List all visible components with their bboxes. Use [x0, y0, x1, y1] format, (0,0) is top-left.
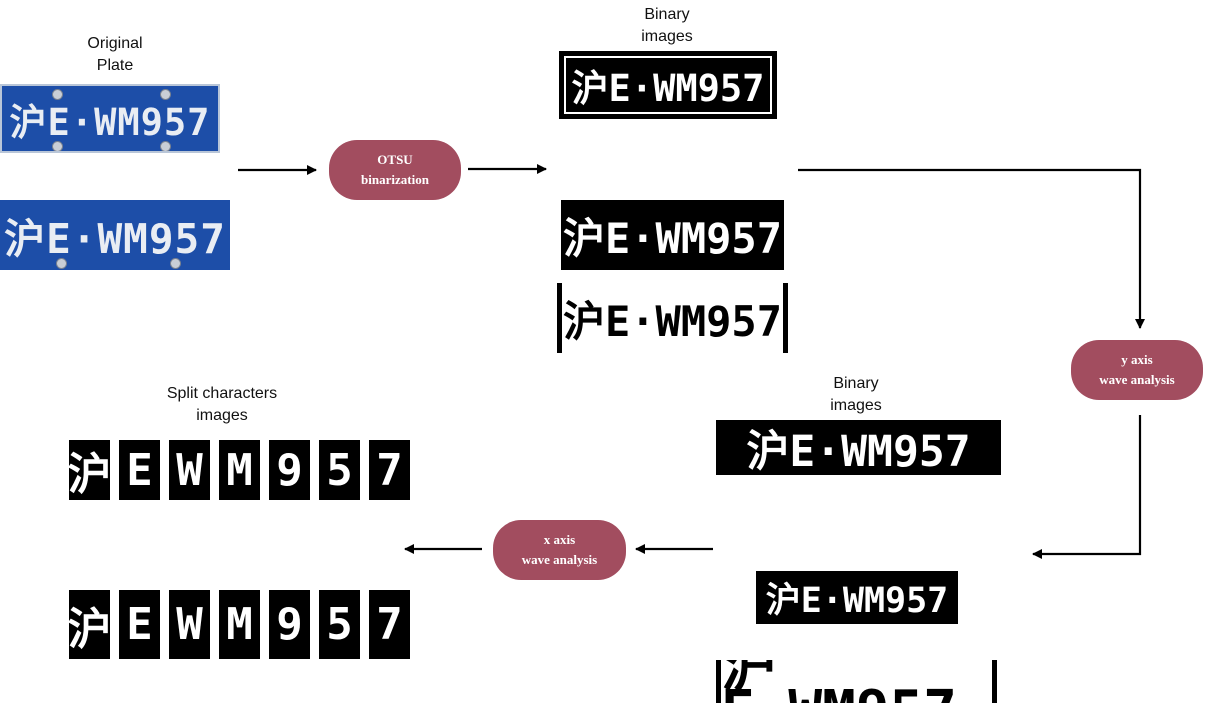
- split-character: W: [169, 590, 210, 659]
- binary-plate-image-5: 沪E·WM957: [756, 571, 958, 624]
- label-line: images: [196, 407, 248, 424]
- split-characters-row-2: 沪 E W M 9 5 7: [68, 590, 410, 659]
- plate-text: 沪E·WM957: [562, 296, 782, 346]
- step-line: OTSU: [377, 152, 413, 167]
- bolt-icon: [160, 89, 171, 100]
- split-character: 5: [319, 590, 360, 659]
- arrow-left-icon: [1032, 415, 1142, 559]
- split-character: 7: [369, 590, 410, 659]
- split-character: 沪: [68, 440, 112, 500]
- binary-plate-image-6: 沪E·WM957: [716, 660, 997, 703]
- binary-plate-image-2: 沪E·WM957: [561, 200, 784, 270]
- label-line: Binary: [833, 375, 879, 392]
- bolt-icon: [160, 141, 171, 151]
- binary-plate-image-3: 沪E·WM957: [557, 283, 788, 353]
- split-characters-label: Split characters images: [142, 383, 302, 427]
- step-line: wave analysis: [1099, 372, 1175, 387]
- step-line: y axis: [1121, 352, 1153, 367]
- bolt-icon: [52, 141, 63, 151]
- split-character: E: [119, 440, 160, 500]
- otsu-binarization-step: OTSU binarization: [329, 140, 461, 200]
- split-character: M: [219, 440, 260, 500]
- split-character: 沪: [68, 590, 112, 659]
- split-character: W: [169, 440, 210, 500]
- bolt-icon: [170, 258, 181, 269]
- bolt-icon: [56, 258, 67, 269]
- step-line: wave analysis: [521, 552, 598, 567]
- plate-text: 沪E·WM957: [746, 426, 971, 476]
- split-character: 9: [269, 590, 310, 659]
- label-line: images: [830, 397, 882, 414]
- step-line: binarization: [361, 172, 429, 187]
- step-line: x axis: [543, 532, 576, 547]
- label-line: Binary: [644, 6, 690, 23]
- binary-images-top-label: Binary images: [612, 4, 722, 48]
- x-axis-wave-analysis-step: x axis wave analysis: [493, 520, 626, 580]
- plate-text: 沪E·WM957: [9, 100, 211, 144]
- original-plate-image-1: 沪E·WM957: [0, 84, 220, 153]
- original-plate-label: Original Plate: [60, 33, 170, 77]
- split-character: 9: [269, 440, 310, 500]
- label-line: Split characters: [166, 385, 278, 402]
- label-line: Plate: [96, 57, 134, 74]
- plate-text: 沪E·WM957: [562, 213, 782, 263]
- plate-text: 沪E·WM957: [571, 67, 765, 110]
- plate-text: 沪E·WM957: [721, 660, 957, 703]
- binary-plate-image-1: 沪E·WM957: [559, 51, 777, 119]
- label-line: Original: [87, 35, 143, 52]
- split-characters-row-1: 沪 E W M 9 5 7: [68, 440, 410, 500]
- y-axis-wave-analysis-step: y axis wave analysis: [1071, 340, 1203, 400]
- arrow-down-icon: [798, 168, 1145, 329]
- label-line: images: [641, 28, 693, 45]
- split-character: 7: [369, 440, 410, 500]
- bolt-icon: [52, 89, 63, 100]
- split-character: M: [219, 590, 260, 659]
- plate-text: 沪E·WM957: [4, 215, 226, 263]
- plate-text: 沪E·WM957: [765, 581, 949, 621]
- split-character: E: [119, 590, 160, 659]
- split-character: 5: [319, 440, 360, 500]
- binary-images-bottom-label: Binary images: [801, 373, 911, 417]
- original-plate-image-2: 沪E·WM957: [0, 200, 230, 270]
- binary-plate-image-4: 沪E·WM957: [716, 420, 1001, 475]
